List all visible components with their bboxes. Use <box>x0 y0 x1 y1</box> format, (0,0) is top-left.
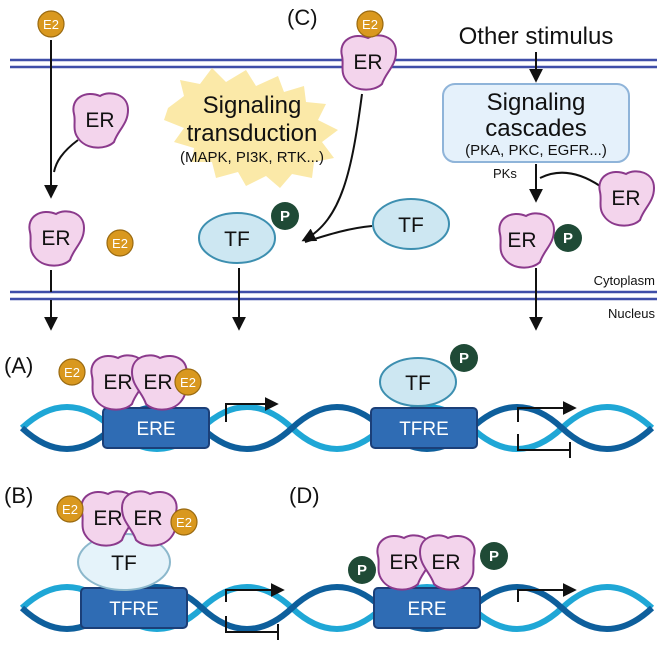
svg-text:(MAPK, PI3K, RTK...): (MAPK, PI3K, RTK...) <box>180 149 324 166</box>
p-er-right: P <box>554 224 582 252</box>
svg-text:TF: TF <box>111 552 137 575</box>
svg-text:ER: ER <box>133 507 162 530</box>
cell-membrane <box>10 58 657 69</box>
svg-text:ER: ER <box>93 507 122 530</box>
arrow-tf-activation <box>304 225 373 243</box>
svg-text:(PKA, PKC, EGFR...): (PKA, PKC, EGFR...) <box>465 142 607 159</box>
svg-text:ERE: ERE <box>407 599 446 620</box>
svg-text:TFRE: TFRE <box>109 599 159 620</box>
svg-text:P: P <box>357 562 367 579</box>
e2-free: E2 <box>106 229 134 257</box>
repression-mark-b <box>225 616 279 640</box>
tfre-box-row2: TFRE <box>80 587 188 629</box>
tf-b: TF <box>77 533 171 591</box>
er-dimer-b: ER ER E2 E2 <box>56 490 198 547</box>
er-free-right: ER <box>598 170 655 227</box>
svg-text:ER: ER <box>85 109 114 132</box>
tf-free-cytoplasm: TF <box>372 198 450 250</box>
arrow-transcription-d <box>517 583 577 602</box>
er-dimer-d: ER ER P P <box>348 534 508 591</box>
panel-a-label: (A) <box>4 353 33 378</box>
svg-text:ERE: ERE <box>136 419 175 440</box>
svg-text:ER: ER <box>353 51 382 74</box>
svg-text:cascades: cascades <box>485 115 586 142</box>
panel-d-label: (D) <box>289 483 320 508</box>
e2-outside: E2 <box>37 10 65 38</box>
nuclear-membrane <box>10 290 657 301</box>
arrow-er-join-pks <box>539 171 601 187</box>
svg-text:TF: TF <box>398 214 424 237</box>
er-dimer-a: ER ER E2 E2 <box>58 354 202 411</box>
other-stimulus-label: Other stimulus <box>459 23 614 50</box>
svg-text:ER: ER <box>611 187 640 210</box>
er-phosphorylated-cytoplasm: ER <box>498 212 555 269</box>
arrow-transcription-tf-a <box>517 401 577 422</box>
svg-text:E2: E2 <box>43 17 59 32</box>
arrow-transcription-b <box>225 583 285 602</box>
er-free-lower: ER <box>28 210 86 267</box>
arrow-transcription-a <box>225 397 279 422</box>
svg-text:ER: ER <box>41 227 70 250</box>
svg-text:E2: E2 <box>176 515 192 530</box>
ere-box-row1: ERE <box>102 407 210 449</box>
svg-text:ER: ER <box>103 371 132 394</box>
e2-membrane: E2 <box>356 10 384 38</box>
signaling-cascades-box: Signaling cascades (PKA, PKC, EGFR...) <box>442 83 630 163</box>
svg-text:ER: ER <box>389 551 418 574</box>
svg-text:ER: ER <box>143 371 172 394</box>
svg-text:E2: E2 <box>180 375 196 390</box>
svg-text:P: P <box>459 350 469 367</box>
svg-text:ER: ER <box>431 551 460 574</box>
ere-box-row2: ERE <box>373 587 481 629</box>
repression-mark-a <box>517 434 571 458</box>
nucleus-label: Nucleus <box>608 306 655 321</box>
arrow-er-merge <box>53 139 79 173</box>
arrow-membrane-er-to-tf <box>301 93 363 242</box>
tf-phosphorylated-a: TF P <box>379 344 478 407</box>
tfre-box-row1: TFRE <box>370 407 478 449</box>
svg-text:E2: E2 <box>112 236 128 251</box>
cytoplasm-label: Cytoplasm <box>594 273 655 288</box>
svg-text:P: P <box>280 208 290 225</box>
panel-c-label: (C) <box>287 5 318 30</box>
svg-text:transduction: transduction <box>187 120 318 147</box>
svg-text:Signaling: Signaling <box>203 92 302 119</box>
panel-b-label: (B) <box>4 483 33 508</box>
svg-text:E2: E2 <box>362 17 378 32</box>
svg-text:Signaling: Signaling <box>487 89 586 116</box>
er-free-upper: ER <box>72 92 129 149</box>
svg-text:ER: ER <box>507 229 536 252</box>
svg-text:P: P <box>489 548 499 565</box>
signaling-transduction-burst: Signaling transduction (MAPK, PI3K, RTK.… <box>164 68 338 188</box>
svg-text:TF: TF <box>224 228 250 251</box>
svg-text:E2: E2 <box>64 365 80 380</box>
svg-text:TF: TF <box>405 372 431 395</box>
svg-text:P: P <box>563 230 573 247</box>
tf-phosphorylated-cytoplasm: TF P <box>198 202 299 264</box>
er-membrane: ER <box>340 34 397 91</box>
svg-text:E2: E2 <box>62 502 78 517</box>
svg-text:TFRE: TFRE <box>399 419 449 440</box>
pks-label: PKs <box>493 166 517 181</box>
